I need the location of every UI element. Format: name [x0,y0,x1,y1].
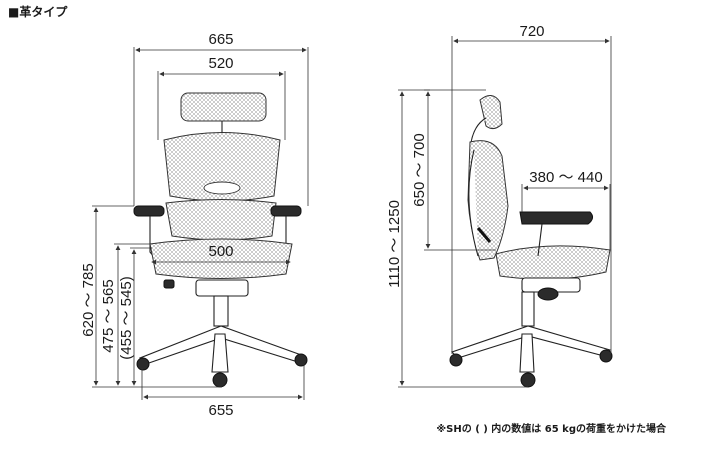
footnote: ※SHの ( ) 内の数値は 65 kgの荷重をかけた場合 [436,422,667,435]
dim-base-width: 655 [208,402,233,419]
side-armrest [519,211,594,225]
dim-backrest-height: 650 ～ 700 [411,133,428,206]
front-right-armrest [270,205,302,217]
dim-seat-height: 475 ～ 565 [100,279,117,352]
front-lower-back [165,199,277,241]
front-seat [149,238,293,279]
side-headrest [479,95,503,130]
side-seat [495,245,611,280]
section-title: ■革タイプ [8,4,68,19]
dim-overall-width: 665 [208,31,233,48]
dim-seat-depth: 380 ～ 440 [529,169,602,186]
dim-total-height: 1110 ～ 1250 [386,200,403,288]
dim-seat-height-sh: (455 ～ 545) [118,276,135,359]
dim-seat-width: 500 [208,243,233,260]
dim-headrest-width: 520 [208,55,233,72]
front-chair-illustration [133,92,308,388]
dim-overall-depth: 720 [519,23,544,40]
front-backrest [163,132,281,202]
front-headrest [180,92,267,122]
side-chair-illustration [449,95,613,388]
dim-armrest-height: 620 ～ 785 [80,263,97,336]
front-left-armrest [133,205,165,217]
